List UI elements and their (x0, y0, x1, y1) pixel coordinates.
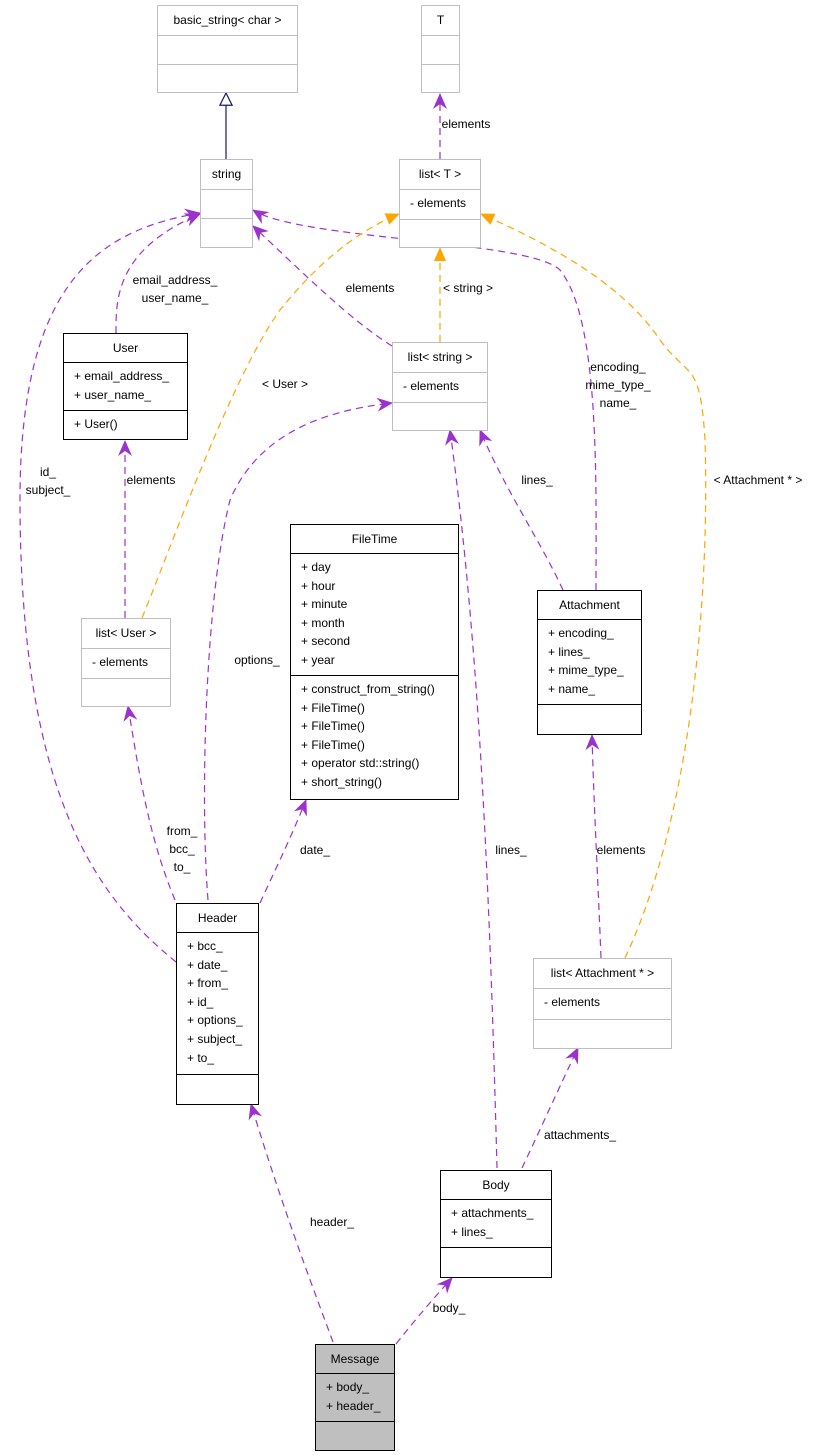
edge-label-header-list-string: options_ (234, 653, 280, 667)
method: + FileTime() (301, 737, 365, 752)
edge-label-body-list-attachment: attachments_ (543, 1128, 617, 1142)
edge-label-list-string-string: elements (345, 281, 395, 295)
attribute: + to_ (187, 1050, 215, 1065)
edge-header-to-string (19, 208, 201, 963)
attribute: + from_ (187, 976, 229, 991)
attribute: + lines_ (451, 1224, 493, 1239)
edge-label-message-body: body_ (432, 1301, 466, 1315)
edge-list-string-to-string (252, 225, 393, 347)
edge-label-attachment-list-string: lines_ (521, 473, 553, 487)
class-title: string (201, 160, 252, 190)
method: + FileTime() (301, 700, 365, 715)
class-t[interactable]: T (421, 5, 460, 93)
method: + FileTime() (301, 719, 365, 734)
edge-label-user-string: email_address_ user_name_ (132, 273, 218, 305)
attribute: + attachments_ (451, 1206, 534, 1220)
attribute: + name_ (548, 681, 596, 696)
attribute: + date_ (187, 957, 228, 972)
attribute: + options_ (187, 1013, 243, 1028)
class-list-attachment[interactable]: list< Attachment * > - elements (533, 958, 672, 1049)
method: + operator std::string() (301, 756, 420, 771)
method: + short_string() (301, 774, 383, 789)
method: + User() (74, 417, 118, 431)
edge-user-to-string (115, 213, 201, 334)
class-title: list< Attachment * > (534, 959, 671, 989)
class-title: User (64, 334, 187, 363)
attribute: - elements (92, 655, 149, 669)
class-title: list< User > (82, 619, 170, 649)
edge-list-user-to-list-t (141, 213, 400, 619)
attribute: + bcc_ (187, 939, 223, 953)
edge-header-to-filetime (259, 799, 307, 904)
class-title: FileTime (291, 525, 458, 554)
attribute: + month (301, 615, 345, 630)
edge-label-message-header: header_ (309, 1215, 355, 1229)
class-list-user[interactable]: list< User > - elements (81, 618, 171, 707)
edge-list-attachment-to-attachment (585, 734, 602, 959)
attribute: + id_ (187, 994, 214, 1009)
attribute: + subject_ (187, 1031, 243, 1046)
edge-list-attachment-to-list-t (480, 213, 707, 959)
attribute: + hour (301, 578, 336, 593)
edge-label-header-string: id_ subject_ (25, 465, 71, 497)
edge-body-to-list-attachment (521, 1047, 579, 1169)
class-title: Header (177, 904, 258, 933)
edge-attachment-to-string (252, 209, 597, 591)
class-title: list< string > (393, 343, 487, 373)
edge-message-to-body (395, 1277, 453, 1345)
class-title: list< T > (400, 160, 480, 190)
attribute: - elements (403, 379, 460, 393)
edge-label-list-user-list-t: < User > (261, 377, 309, 391)
edge-label-list-attachment-attachment: elements (596, 843, 646, 857)
class-title: Message (316, 1345, 394, 1374)
attribute: + encoding_ (548, 626, 614, 640)
class-title: T (422, 6, 459, 36)
attribute: + day (301, 560, 331, 574)
class-string[interactable]: string (200, 159, 253, 248)
edge-label-header-filetime: date_ (299, 843, 331, 857)
class-list-t[interactable]: list< T > - elements (399, 159, 481, 248)
edge-attachment-to-list-string (479, 429, 564, 591)
class-body[interactable]: Body + attachments_ + lines_ (440, 1170, 552, 1278)
class-user[interactable]: User + email_address_ + user_name_ + Use… (63, 333, 188, 440)
class-attachment[interactable]: Attachment + encoding_ + lines_ + mime_t… (537, 590, 642, 735)
attribute: - elements (544, 995, 601, 1009)
class-list-string[interactable]: list< string > - elements (392, 342, 488, 431)
attribute: + second (301, 634, 351, 649)
attribute: + user_name_ (74, 387, 152, 402)
attribute: + minute (301, 597, 348, 612)
class-message[interactable]: Message + body_ + header_ (315, 1344, 395, 1451)
method: + construct_from_string() (301, 682, 435, 696)
class-title: Body (441, 1171, 551, 1200)
class-basic-string[interactable]: basic_string< char > (157, 5, 298, 93)
class-filetime[interactable]: FileTime + day + hour + minute + month +… (290, 524, 459, 800)
class-header[interactable]: Header + bcc_ + date_ + from_ + id_ + op… (176, 903, 259, 1105)
edge-message-to-header (248, 1103, 334, 1343)
edge-label-body-list-string: lines_ (495, 843, 527, 857)
edge-body-to-list-string (445, 429, 498, 1169)
edge-label-list-t-list-string: < string > (442, 281, 494, 295)
attribute: + mime_type_ (548, 663, 624, 678)
edge-label-attachment-string: encoding_ mime_type_ name_ (585, 360, 651, 410)
attribute: + body_ (326, 1380, 370, 1394)
attribute: + email_address_ (74, 369, 170, 383)
edge-label-list-attachment-list-t: < Attachment * > (713, 473, 803, 487)
attribute: + lines_ (548, 644, 590, 659)
attribute: + year (301, 652, 335, 667)
attribute: + header_ (326, 1398, 381, 1413)
edge-header-to-list-string (203, 397, 393, 901)
edge-label-list-user-user: elements (126, 473, 176, 487)
edge-header-to-list-user (123, 705, 176, 901)
class-title: Attachment (538, 591, 641, 620)
class-title: basic_string< char > (158, 6, 297, 36)
edge-label-header-list-user: from_ bcc_ to_ (166, 824, 198, 874)
attribute: - elements (410, 196, 467, 210)
edge-label-t-elements: elements (441, 117, 491, 131)
